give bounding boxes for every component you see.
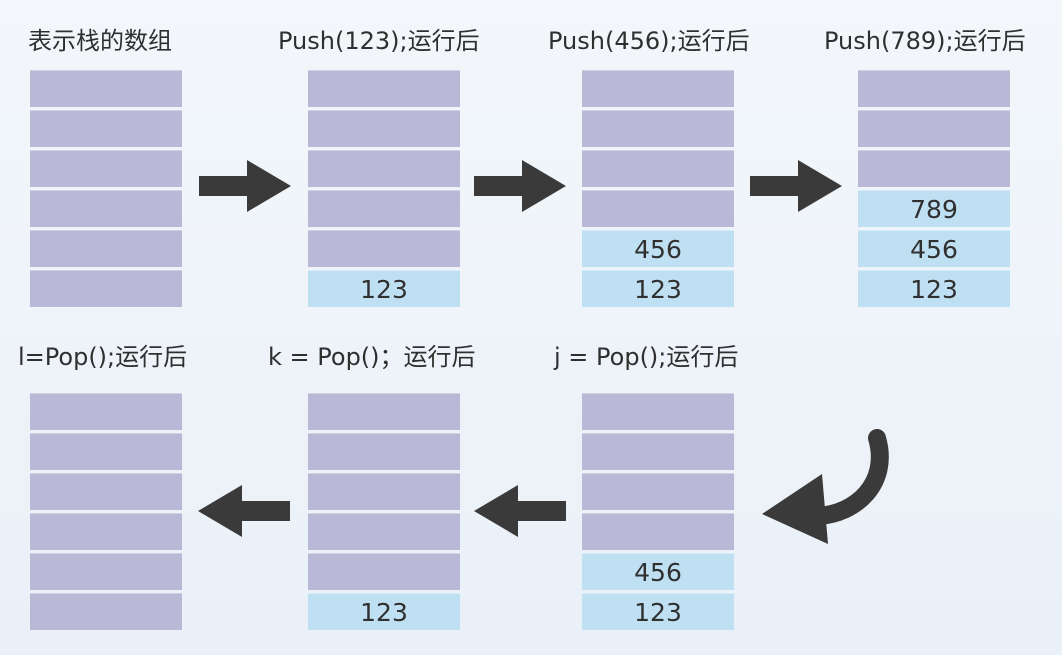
stack-cell-empty (308, 150, 460, 187)
stack-frame-1: 123 (308, 70, 460, 307)
stack-cell-empty (30, 70, 182, 107)
right-arrow-icon (199, 160, 291, 212)
stack-cell-empty (582, 473, 734, 510)
title-push-789: Push(789);运行后 (824, 27, 1026, 55)
stack-cell-empty (858, 110, 1010, 147)
stack-cell-filled: 123 (308, 270, 460, 307)
stack-frame-0 (30, 70, 182, 307)
stack-cell-empty (582, 433, 734, 470)
left-arrow-icon (198, 485, 290, 537)
stack-cell-empty (308, 70, 460, 107)
stack-cell-filled: 456 (858, 230, 1010, 267)
title-pop-l: l=Pop();运行后 (18, 343, 188, 371)
title-pop-k: k = Pop()；运行后 (268, 343, 476, 371)
stack-cell-filled: 789 (858, 190, 1010, 227)
stack-cell-empty (858, 70, 1010, 107)
right-arrow-icon (750, 160, 842, 212)
stack-cell-empty (308, 230, 460, 267)
stack-cell-empty (308, 393, 460, 430)
stack-cell-empty (30, 553, 182, 590)
stack-cell-empty (308, 513, 460, 550)
stack-cell-empty (308, 110, 460, 147)
stack-cell-empty (582, 70, 734, 107)
stack-cell-empty (30, 110, 182, 147)
stack-cell-empty (308, 473, 460, 510)
stack-cell-empty (30, 593, 182, 630)
stack-cell-empty (30, 473, 182, 510)
stack-frame-6 (30, 393, 182, 630)
curved-arrow-icon (762, 429, 889, 544)
stack-frame-5: 123 (308, 393, 460, 630)
right-arrow-icon (474, 160, 566, 212)
stack-cell-empty (30, 393, 182, 430)
stack-cell-filled: 456 (582, 553, 734, 590)
stack-cell-empty (582, 190, 734, 227)
stack-cell-empty (30, 230, 182, 267)
stack-cell-empty (30, 433, 182, 470)
stack-cell-empty (582, 150, 734, 187)
stack-cell-filled: 123 (858, 270, 1010, 307)
title-pop-j: j = Pop();运行后 (554, 343, 739, 371)
stack-cell-empty (30, 190, 182, 227)
title-push-123: Push(123);运行后 (278, 27, 480, 55)
stack-cell-filled: 123 (308, 593, 460, 630)
stack-cell-empty (30, 513, 182, 550)
stack-cell-empty (30, 150, 182, 187)
stack-cell-empty (308, 553, 460, 590)
stack-cell-filled: 456 (582, 230, 734, 267)
left-arrow-icon (474, 485, 566, 537)
stack-cell-empty (30, 270, 182, 307)
title-push-456: Push(456);运行后 (548, 27, 750, 55)
stack-cell-empty (308, 433, 460, 470)
stack-cell-empty (582, 393, 734, 430)
stack-cell-empty (582, 110, 734, 147)
stack-cell-filled: 123 (582, 593, 734, 630)
stack-cell-empty (308, 190, 460, 227)
stack-cell-empty (858, 150, 1010, 187)
stack-cell-empty (582, 513, 734, 550)
stack-cell-filled: 123 (582, 270, 734, 307)
title-array: 表示栈的数组 (28, 27, 172, 55)
